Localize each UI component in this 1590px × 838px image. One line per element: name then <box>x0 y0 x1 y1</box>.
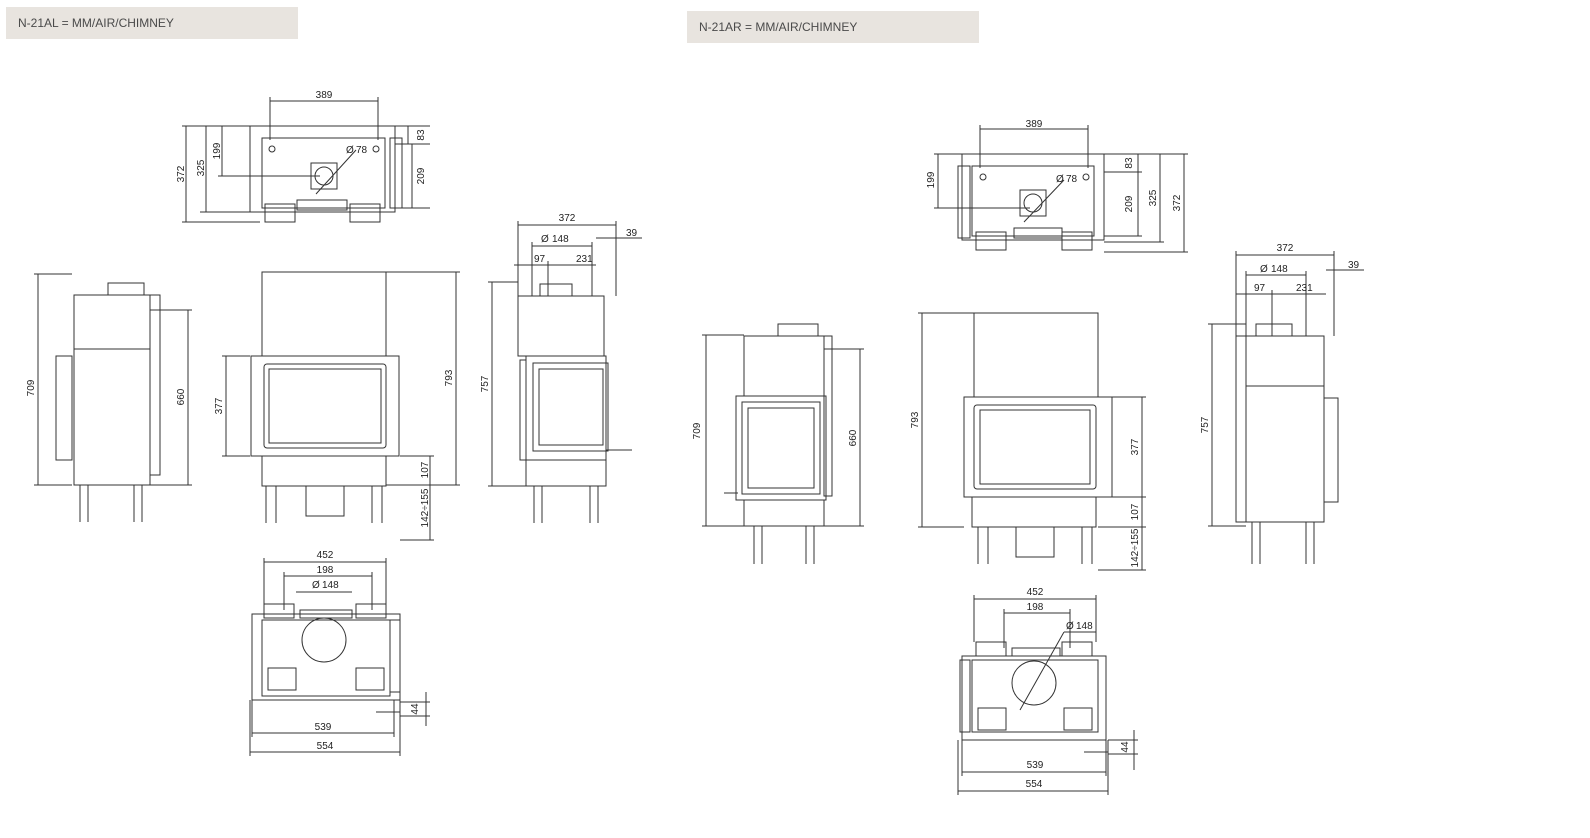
dim-side-height-body: 660 <box>848 429 859 446</box>
dim-side2-offset: 39 <box>626 228 638 239</box>
dim-side2-flue-symbol: Ø <box>1260 264 1268 275</box>
dim-plan-width: 452 <box>317 550 334 561</box>
dim-flue-diameter-small-symbol: Ø <box>1056 174 1064 185</box>
left-side-view <box>34 273 192 522</box>
dim-flue-diameter-small: 78 <box>356 145 368 156</box>
right-side-view-2 <box>1208 251 1364 564</box>
dim-side2-offset: 39 <box>1348 260 1360 271</box>
dim-plan-539: 539 <box>1027 760 1044 771</box>
dim-front-glass-height: 377 <box>1130 438 1141 455</box>
dim-plan-198: 198 <box>1027 602 1044 613</box>
dim-front-bottom: 107 <box>1130 503 1141 520</box>
dim-plan-554: 554 <box>317 741 334 752</box>
dim-front-height-total: 793 <box>444 369 455 386</box>
dim-top-flue-offset: 83 <box>1124 157 1135 169</box>
dim-front-bottom: 107 <box>420 461 431 478</box>
panel-title-left: N-21AL = MM/AIR/CHIMNEY <box>6 7 298 39</box>
right-front-view <box>918 312 1146 571</box>
dim-plan-554: 554 <box>1026 779 1043 790</box>
dim-top-flue-depth: 209 <box>416 167 427 184</box>
dim-top-width: 389 <box>1026 119 1043 130</box>
dim-leg-range: 142÷155 <box>1130 528 1141 567</box>
left-side-view-2 <box>488 221 642 523</box>
dim-plan-44: 44 <box>410 703 421 715</box>
dim-plan-flue-symbol: Ø <box>312 580 320 591</box>
dim-plan-539: 539 <box>315 722 332 733</box>
dim-top-depth-325: 325 <box>1148 189 1159 206</box>
panel-title-right: N-21AR = MM/AIR/CHIMNEY <box>687 11 979 43</box>
dim-top-width: 389 <box>316 90 333 101</box>
dim-top-flue-depth: 209 <box>1124 195 1135 212</box>
right-dimension-labels: 389 199 83 209 325 372 Ø 78 709 660 793 … <box>692 119 1360 790</box>
dim-side2-231: 231 <box>1296 283 1313 294</box>
dim-plan-flue-symbol: Ø <box>1066 621 1074 632</box>
dim-side2-flue: 148 <box>552 234 569 245</box>
dim-top-depth-372: 372 <box>176 165 187 182</box>
dim-top-depth-325: 325 <box>196 159 207 176</box>
dim-side2-width: 372 <box>559 213 576 224</box>
dim-side2-height: 757 <box>1200 416 1211 433</box>
dim-top-depth-199: 199 <box>926 171 937 188</box>
dim-side-height-total: 709 <box>26 379 37 396</box>
dim-top-depth-372: 372 <box>1172 194 1183 211</box>
dim-front-height-total: 793 <box>910 411 921 428</box>
left-dimension-labels: 389 372 325 199 83 209 Ø 78 709 660 377 … <box>26 90 638 752</box>
left-plan-view <box>249 558 430 756</box>
dim-side2-flue: 148 <box>1271 264 1288 275</box>
dim-flue-diameter-small: 78 <box>1066 174 1078 185</box>
left-top-view <box>182 97 430 223</box>
right-side-view <box>702 323 864 564</box>
dim-side2-width: 372 <box>1277 243 1294 254</box>
dim-flue-diameter-small-symbol: Ø <box>346 145 354 156</box>
dim-top-depth-199: 199 <box>212 142 223 159</box>
dim-side2-97: 97 <box>534 254 546 265</box>
dim-side2-flue-symbol: Ø <box>541 234 549 245</box>
right-plan-view <box>957 595 1138 795</box>
dim-plan-198: 198 <box>317 565 334 576</box>
dim-plan-width: 452 <box>1027 587 1044 598</box>
dim-side-height-total: 709 <box>692 422 703 439</box>
dim-side2-97: 97 <box>1254 283 1266 294</box>
dim-top-flue-offset: 83 <box>416 129 427 141</box>
dim-side2-height: 757 <box>480 375 491 392</box>
dim-leg-range: 142÷155 <box>420 488 431 527</box>
right-top-view <box>934 125 1188 253</box>
dim-plan-flue: 148 <box>1076 621 1093 632</box>
left-front-view <box>222 271 460 541</box>
dim-side2-231: 231 <box>576 254 593 265</box>
dim-plan-44: 44 <box>1120 741 1131 753</box>
dim-plan-flue: 148 <box>322 580 339 591</box>
dim-front-glass-height: 377 <box>214 397 225 414</box>
dim-side-height-body: 660 <box>176 388 187 405</box>
